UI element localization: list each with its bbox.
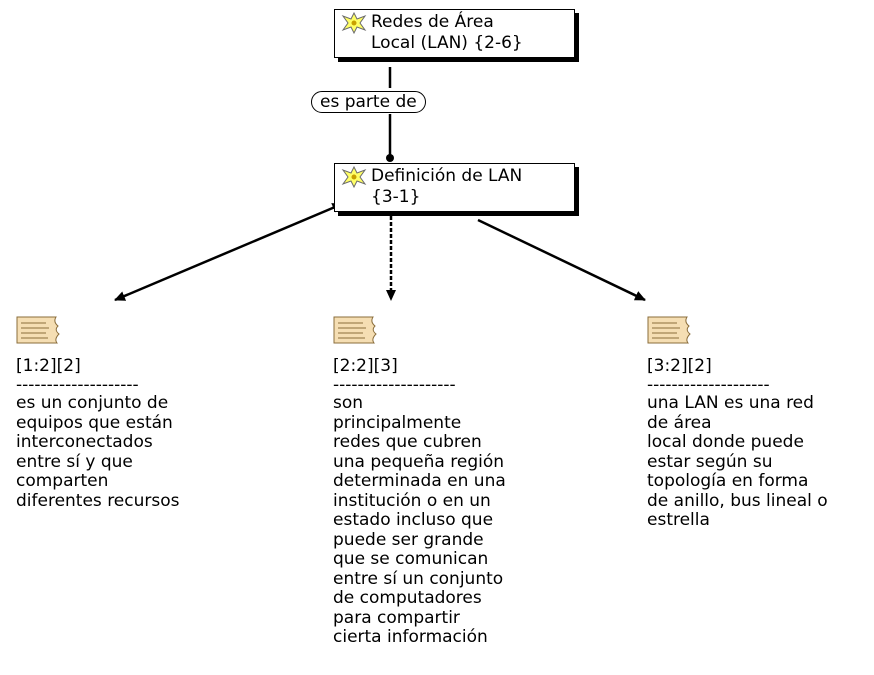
quotation-node-1[interactable]: [1:2][2] -------------------- es un conj…: [16, 314, 180, 511]
relation-label[interactable]: es parte de: [311, 91, 426, 113]
concept-label-lan: Redes de Área Local (LAN) {2-6}: [371, 12, 523, 53]
quotation-note-icon: [647, 316, 691, 344]
quotation-text: es un conjunto de equipos que están inte…: [16, 393, 180, 511]
concept-node-definition[interactable]: Definición de LAN {3-1}: [334, 163, 575, 212]
quotation-separator: --------------------: [333, 375, 456, 395]
arrow-to-quote-1: [114, 203, 344, 302]
quotation-note-icon: [333, 316, 377, 344]
quotation-text: una LAN es una red de área local donde p…: [647, 393, 828, 530]
quotation-ref: [2:2][3]: [333, 356, 398, 376]
arrow-to-quote-3: [477, 218, 646, 302]
quotation-separator: --------------------: [16, 375, 139, 395]
quotation-note-icon: [16, 316, 60, 344]
quotation-node-3[interactable]: [3:2][2] -------------------- una LAN es…: [647, 314, 828, 531]
relation-text: es parte de: [320, 92, 417, 112]
quotation-separator: --------------------: [647, 375, 770, 395]
quotation-ref: [3:2][2]: [647, 356, 712, 376]
concept-node-lan[interactable]: Redes de Área Local (LAN) {2-6}: [334, 9, 575, 58]
concept-star-icon: [341, 12, 367, 34]
quotation-ref: [1:2][2]: [16, 356, 81, 376]
quotation-text: son principalmente redes que cubren una …: [333, 393, 506, 647]
concept-label-definition: Definición de LAN {3-1}: [371, 166, 523, 207]
link-endpoint-dot: [386, 154, 394, 162]
quotation-node-2[interactable]: [2:2][3] -------------------- son princi…: [333, 314, 506, 648]
concept-star-icon: [341, 166, 367, 188]
